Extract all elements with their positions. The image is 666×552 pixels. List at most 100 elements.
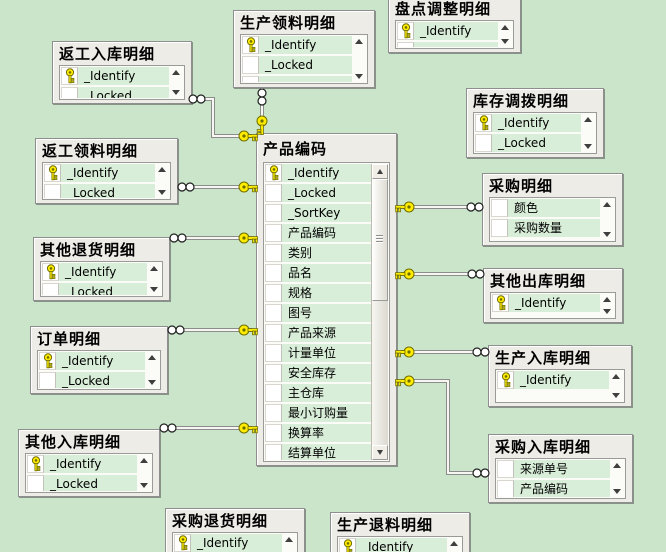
scroll-down-button[interactable] [603, 232, 611, 237]
field-row[interactable]: _Identify [339, 538, 447, 552]
scroll-up-button[interactable] [603, 297, 611, 302]
field-row[interactable]: _Identify [397, 22, 498, 40]
field-row[interactable]: _Identify [242, 36, 352, 54]
scroll-up-button[interactable] [285, 537, 293, 542]
field-row[interactable]: 产品编码 [265, 224, 371, 242]
field-row[interactable]: 主仓库 [265, 384, 371, 402]
scroll-down-button[interactable] [372, 445, 388, 460]
scroll-up-button[interactable] [603, 202, 611, 207]
field-row[interactable]: 品名 [265, 264, 371, 282]
relationship-key-icon [238, 422, 258, 434]
scroll-down-button[interactable] [158, 190, 166, 195]
relationship-product-to-other-out[interactable] [395, 268, 485, 280]
field-row[interactable]: 图号 [265, 304, 371, 322]
relationship-other-return-to-product[interactable] [169, 232, 258, 244]
relationship-other-in-to-product[interactable] [159, 422, 258, 434]
scroll-up-button[interactable] [584, 117, 592, 122]
scroll-down-button[interactable] [613, 489, 621, 494]
field-row[interactable]: _Identify [27, 455, 137, 473]
field-name: _Identify [44, 455, 137, 473]
scroll-up-button[interactable] [148, 355, 156, 360]
field-row[interactable]: 来源单号 [497, 460, 610, 478]
field-row[interactable]: _Locked [44, 184, 155, 198]
field-row[interactable]: 换算率 [265, 424, 371, 442]
scroll-up-button[interactable] [150, 266, 158, 271]
field-row[interactable]: _Locked [42, 283, 147, 295]
field-row[interactable]: 安全库存 [265, 364, 371, 382]
scroll-down-button[interactable] [612, 393, 620, 398]
scroll-down-button[interactable] [355, 74, 363, 79]
field-row[interactable]: _Locked [39, 372, 145, 388]
relationship-product-to-purchase-in[interactable] [395, 375, 490, 478]
field-row[interactable] [242, 76, 352, 82]
table-other-in-detail[interactable]: 其他入库明细_Identify_Locked [18, 429, 160, 497]
scrollbar-track[interactable] [371, 164, 388, 460]
field-row[interactable]: _Identify [265, 164, 371, 182]
field-row[interactable]: _Locked [61, 87, 169, 98]
scroll-up-button[interactable] [372, 164, 388, 179]
field-row[interactable]: 最小订购量 [265, 404, 371, 422]
table-other-return-detail[interactable]: 其他退货明细_Identify_Locked [33, 237, 170, 301]
scroll-down-button[interactable] [172, 90, 180, 95]
field-row[interactable]: _Locked [242, 56, 352, 74]
field-row[interactable]: 产品编码 [497, 480, 610, 497]
field-row[interactable]: _Identify [174, 534, 282, 552]
scroll-down-button[interactable] [140, 483, 148, 488]
relationship-production-issue-to-product[interactable] [256, 88, 268, 135]
table-rework-in-detail[interactable]: 返工入库明细_Identify_Locked [52, 41, 192, 104]
field-row[interactable]: 产品来源 [265, 324, 371, 342]
scroll-up-button[interactable] [612, 374, 620, 379]
table-production-issue-detail[interactable]: 生产领料明细_Identify_Locked [233, 10, 375, 88]
table-purchase-detail[interactable]: 采购明细颜色采购数量 [482, 173, 623, 246]
scroll-up-button[interactable] [501, 25, 509, 30]
scroll-down-button[interactable] [148, 380, 156, 385]
table-stock-transfer-detail[interactable]: 库存调拨明细_Identify_Locked [466, 88, 604, 158]
field-list: _Identify [395, 20, 514, 49]
table-order-detail[interactable]: 订单明细 _Identify _Locked [30, 326, 168, 394]
field-row[interactable]: 颜色 [491, 199, 600, 217]
field-row[interactable]: _Identify [61, 67, 169, 85]
relationship-rework-in-to-product[interactable] [188, 94, 258, 142]
table-rework-issue-detail[interactable]: 返工领料明细_Identify_Locked [35, 138, 178, 204]
field-row[interactable] [397, 42, 498, 47]
scroll-down-button[interactable] [584, 144, 592, 149]
field-row[interactable]: _Identify [475, 114, 581, 132]
field-row[interactable]: _Locked [265, 184, 371, 202]
table-purchase-return-detail[interactable]: 采购退货明细_Identify [165, 508, 305, 552]
table-title: 订单明细 [37, 330, 102, 348]
field-row[interactable]: 类别 [265, 244, 371, 262]
relationship-rework-issue-to-product[interactable] [177, 181, 258, 193]
relationship-product-to-purchase[interactable] [395, 201, 484, 213]
field-row[interactable]: _Identify [42, 263, 147, 281]
field-row[interactable]: 采购数量 [491, 219, 600, 237]
scroll-up-button[interactable] [158, 167, 166, 172]
relationship-order-to-product[interactable] [167, 324, 258, 336]
field-row[interactable]: _Identify [44, 164, 155, 182]
scrollbar-thumb[interactable] [372, 179, 388, 301]
scroll-down-button[interactable] [501, 39, 509, 44]
field-row[interactable]: 计量单位 [265, 344, 371, 362]
field-row[interactable]: _Identify [492, 294, 600, 312]
field-row[interactable]: _SortKey [265, 204, 371, 222]
field-row[interactable]: _Identify [497, 371, 609, 389]
table-stocktake-adjust-detail[interactable]: 盘点调整明细_Identify [388, 0, 521, 53]
table-purchase-in-detail[interactable]: 采购入库明细来源单号产品编码 [488, 434, 633, 503]
scroll-down-button[interactable] [150, 287, 158, 292]
scroll-up-button[interactable] [613, 463, 621, 468]
table-production-return-detail[interactable]: 生产退料明细_Identify [330, 512, 470, 552]
scroll-up-button[interactable] [355, 39, 363, 44]
many-symbol-icon [196, 94, 206, 104]
table-production-in-detail[interactable]: 生产入库明细_Identify [488, 345, 632, 407]
scroll-up-button[interactable] [172, 70, 180, 75]
scroll-down-button[interactable] [603, 309, 611, 314]
relationship-product-to-production-in[interactable] [395, 346, 490, 358]
scroll-up-button[interactable] [140, 458, 148, 463]
scroll-up-button[interactable] [450, 541, 458, 546]
table-other-out-detail[interactable]: 其他出库明细_Identify [483, 268, 623, 323]
field-row[interactable]: _Locked [475, 134, 581, 152]
field-row[interactable]: 结算单位 [265, 444, 371, 460]
field-row[interactable]: 规格 [265, 284, 371, 302]
field-row[interactable]: _Identify [39, 352, 145, 370]
field-row[interactable]: _Locked [27, 475, 137, 491]
